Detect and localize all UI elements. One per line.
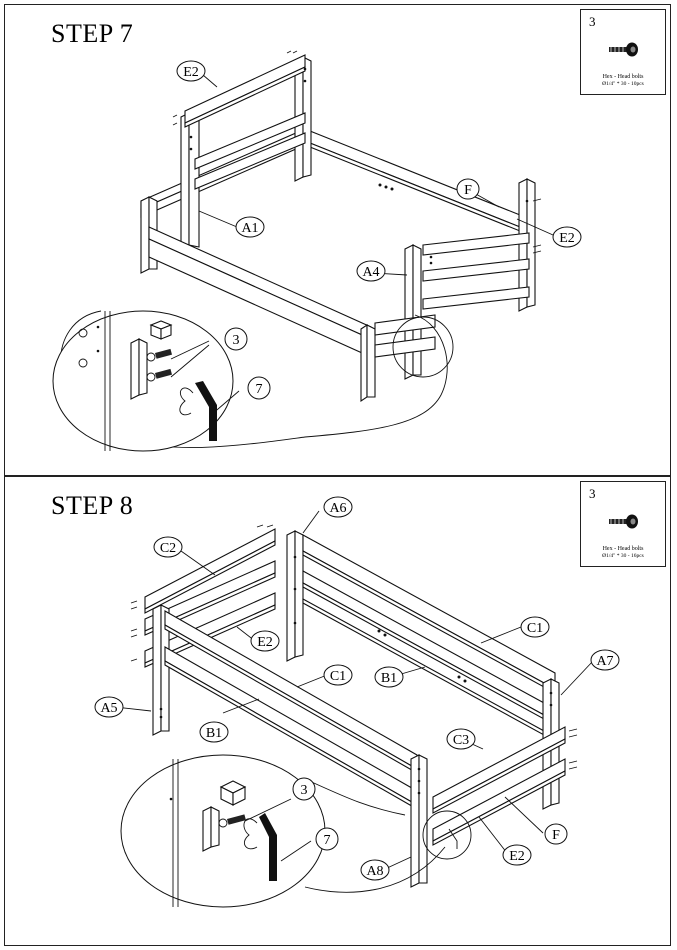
step-title: STEP 7 xyxy=(51,19,134,48)
step-7-callouts: E2 F E2 A1 A4 3 xyxy=(176,60,582,400)
callout-7: 7 xyxy=(247,376,271,400)
post-a5 xyxy=(152,604,170,736)
callout-c1-center: C1 xyxy=(323,664,353,686)
callout-a4: A4 xyxy=(356,260,386,282)
headboard-a4 xyxy=(360,178,542,403)
hex-bolt-icon xyxy=(609,514,638,529)
callout-e2-top: E2 xyxy=(176,60,206,82)
svg-text:E2: E2 xyxy=(257,635,273,650)
hardware-box: 3 Hex - Head bolts Ø1/4" * 30 - 16pcs xyxy=(580,481,666,567)
step-8-panel: STEP 8 3 Hex - Head bolts Ø1/4" * 30 - 1… xyxy=(4,476,671,946)
back-headboard-a6 xyxy=(286,530,556,742)
detail-magnifier xyxy=(120,754,472,908)
svg-text:A4: A4 xyxy=(362,265,379,280)
svg-text:7: 7 xyxy=(324,833,331,848)
callout-3: 3 xyxy=(224,327,248,351)
svg-text:3: 3 xyxy=(301,783,308,798)
callout-a5: A5 xyxy=(94,696,124,718)
svg-text:B1: B1 xyxy=(381,671,397,686)
svg-text:C2: C2 xyxy=(160,541,176,556)
svg-text:E2: E2 xyxy=(559,231,575,246)
callout-f: F xyxy=(544,823,568,845)
svg-text:C1: C1 xyxy=(527,621,543,636)
step-7-diagram xyxy=(52,50,554,452)
svg-text:A6: A6 xyxy=(329,501,346,516)
step-title: STEP 8 xyxy=(51,491,134,520)
svg-text:A1: A1 xyxy=(241,221,258,236)
right-footboard-a7 xyxy=(432,678,578,846)
callout-b1-left: B1 xyxy=(199,721,229,743)
headboard-a1 xyxy=(172,50,312,250)
svg-text:3: 3 xyxy=(233,333,240,348)
hex-bolt-icon xyxy=(609,42,638,57)
callout-a1: A1 xyxy=(235,216,265,238)
callout-c2: C2 xyxy=(153,536,183,558)
callout-7: 7 xyxy=(315,827,339,851)
step-8-callouts: A6 C2 E2 C1 B1 A7 xyxy=(94,496,620,881)
hardware-name: Hex - Head bolts xyxy=(602,74,644,80)
callout-a7: A7 xyxy=(590,649,620,671)
hardware-box: 3 Hex - Head bolts Ø1/4" * 30 - 10pcs xyxy=(580,9,666,95)
callout-e2-bottom: E2 xyxy=(502,844,532,866)
hardware-spec: Ø1/4" * 30 - 10pcs xyxy=(602,81,644,87)
hardware-number: 3 xyxy=(589,14,596,29)
svg-text:B1: B1 xyxy=(206,726,222,741)
svg-text:E2: E2 xyxy=(509,849,525,864)
hardware-name: Hex - Head bolts xyxy=(602,546,644,552)
callout-f: F xyxy=(456,178,480,200)
callout-c3: C3 xyxy=(446,728,476,750)
hardware-spec: Ø1/4" * 30 - 16pcs xyxy=(602,553,644,559)
svg-text:F: F xyxy=(552,828,560,843)
step-8-diagram xyxy=(114,510,594,908)
callout-3: 3 xyxy=(292,777,316,801)
step-7-panel: STEP 7 3 Hex - Head bolts Ø1/4" * 30 - 1… xyxy=(4,4,671,476)
svg-text:C1: C1 xyxy=(330,669,346,684)
svg-text:7: 7 xyxy=(256,382,263,397)
callout-e2-right: E2 xyxy=(552,226,582,248)
callout-b1-center: B1 xyxy=(374,666,404,688)
detail-magnifier xyxy=(52,310,454,452)
svg-text:F: F xyxy=(464,183,472,198)
hardware-number: 3 xyxy=(589,486,596,501)
callout-a8: A8 xyxy=(360,859,390,881)
front-side-rail xyxy=(148,226,372,358)
svg-text:A7: A7 xyxy=(596,654,613,669)
svg-text:A5: A5 xyxy=(100,701,117,716)
svg-text:E2: E2 xyxy=(183,65,199,80)
callout-c1-right: C1 xyxy=(520,616,550,638)
svg-text:C3: C3 xyxy=(453,733,469,748)
front-side-rails xyxy=(164,610,418,810)
callout-e2-left: E2 xyxy=(250,630,280,652)
callout-a6: A6 xyxy=(323,496,353,518)
post-a8 xyxy=(410,754,428,888)
svg-text:A8: A8 xyxy=(366,864,383,879)
